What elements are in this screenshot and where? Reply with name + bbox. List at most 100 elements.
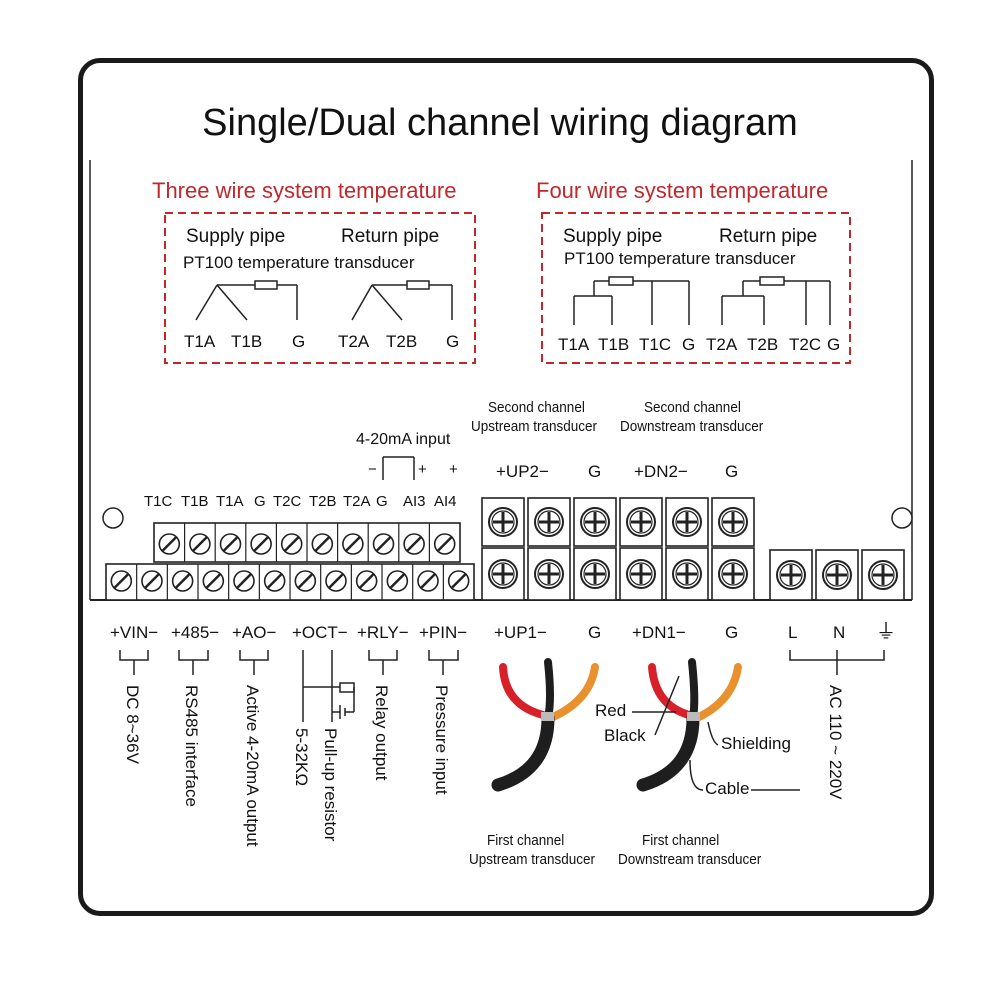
transducer-screw-lower (580, 559, 610, 589)
transducer-screw-lower (534, 559, 564, 589)
three-wire-return-sensor (351, 280, 453, 321)
four-wire-terminal: T1B (598, 335, 630, 354)
four-wire-return-sensor (721, 276, 831, 325)
upper-screw (189, 533, 211, 555)
upper-terminal-label: T1C (144, 493, 173, 510)
power-screw (822, 560, 852, 590)
lower-screw (417, 570, 439, 592)
callout-black: Black (604, 726, 646, 745)
analog-input-bracket (382, 456, 415, 480)
first-downstream-line2: Downstream transducer (618, 851, 762, 868)
lower-terminal-label: +OCT− (292, 623, 348, 642)
analog-input-label: 4-20mA input (356, 431, 451, 448)
three-wire-return-label: Return pipe (341, 226, 440, 247)
transducer-screw-lower (488, 559, 518, 589)
lower-screw (447, 570, 470, 592)
four-wire-return-label: Return pipe (719, 226, 818, 247)
transducer-screw-upper (718, 507, 748, 537)
second-downstream-line2: Downstream transducer (620, 418, 764, 435)
relay-function: Relay output (372, 685, 391, 781)
ac-function: AC 110 ~ 220V (826, 685, 845, 800)
four-wire-terminal: T2B (747, 335, 779, 354)
four-wire-supply-sensor (573, 276, 690, 325)
callout-cable: Cable (705, 779, 750, 798)
upper-terminal-label: T1B (181, 493, 209, 510)
function-brackets (119, 650, 885, 722)
page-title: Single/Dual channel wiring diagram (202, 102, 798, 144)
lower-terminal-label: +PIN− (419, 623, 468, 642)
callout-red: Red (595, 701, 627, 720)
four-wire-terminal: T1A (558, 335, 590, 354)
three-wire-heading: Three wire system temperature (152, 178, 457, 203)
upper-screw (433, 533, 456, 555)
upper-terminal-label: T2A (343, 493, 371, 510)
lower-terminal-label: +AO− (232, 623, 277, 642)
power-screw (776, 560, 806, 590)
mount-hole-right (891, 507, 913, 529)
four-wire-terminal: T2A (706, 335, 738, 354)
second-upstream-line2: Upstream transducer (471, 418, 598, 435)
three-wire-supply-label: Supply pipe (186, 226, 286, 247)
lower-terminal-label: +DN1− (632, 623, 686, 642)
lower-terminal-label: N (833, 623, 846, 642)
callout-lines (632, 675, 800, 791)
upper-screw (158, 533, 181, 555)
lower-screw (202, 570, 225, 592)
three-wire-box (164, 212, 476, 364)
lower-screw (386, 570, 409, 592)
lower-screw (233, 570, 255, 592)
upper-terminal-label: AI3 (403, 493, 426, 510)
lower-screw (263, 570, 286, 592)
lower-screw (355, 570, 378, 592)
ao-function: Active 4-20mA output (243, 685, 262, 847)
oct-pullup: Pull-up resistor (321, 728, 340, 842)
lower-terminal-label: +UP1− (494, 623, 547, 642)
dn2-label: +DN2− (634, 462, 688, 481)
lower-screw (171, 570, 194, 592)
four-wire-sensor-label: PT100 temperature transducer (564, 249, 796, 268)
power-screw (868, 560, 898, 590)
up2-ground-label: G (588, 462, 602, 481)
upper-screw (403, 533, 425, 555)
ground-symbol-icon: ⏚ (876, 621, 896, 643)
three-wire-supply-sensor (195, 280, 298, 321)
vin-function: DC 8~36V (123, 685, 142, 764)
upper-terminal-label: T2C (273, 493, 302, 510)
lower-terminal-label: +VIN− (110, 623, 159, 642)
three-wire-sensor-label: PT100 temperature transducer (183, 253, 415, 272)
three-wire-terminal: G (292, 332, 306, 351)
three-wire-terminal: T2B (386, 332, 418, 351)
three-wire-terminal: T1B (231, 332, 263, 351)
first-upstream-line2: Upstream transducer (469, 851, 596, 868)
callout-shielding: Shielding (721, 734, 791, 753)
upper-screw (342, 533, 364, 555)
transducer-screw-upper (488, 507, 518, 537)
four-wire-terminal: T2C (789, 335, 822, 354)
upper-screw (372, 533, 395, 555)
lower-screw (294, 570, 317, 592)
four-wire-heading: Four wire system temperature (536, 178, 829, 203)
transducer-screw-lower (626, 559, 656, 589)
analog-input-sign: − (368, 461, 377, 478)
wiring-panel (78, 58, 934, 916)
lower-terminal-label: G (725, 623, 739, 642)
dn2-ground-label: G (725, 462, 739, 481)
mount-hole-left (102, 507, 124, 529)
upper-terminal-label: G (254, 493, 266, 510)
upper-terminal-label: T1A (216, 493, 244, 510)
analog-input-sign: + (418, 461, 427, 478)
three-wire-terminal: T2A (338, 332, 370, 351)
upper-screw (219, 533, 242, 555)
rs485-function: RS485 interface (182, 685, 201, 807)
four-wire-terminal: T1C (639, 335, 672, 354)
transducer-screw-upper (626, 507, 656, 537)
transducer-screw-lower (672, 559, 702, 589)
upper-terminal-label: G (376, 493, 388, 510)
first-upstream-line1: First channel (487, 832, 565, 849)
analog-input-sign: + (449, 461, 458, 478)
upper-screw (280, 533, 303, 555)
upper-screw (250, 533, 272, 555)
downstream-cable-illustration (636, 658, 742, 792)
upper-terminal-label: T2B (309, 493, 337, 510)
